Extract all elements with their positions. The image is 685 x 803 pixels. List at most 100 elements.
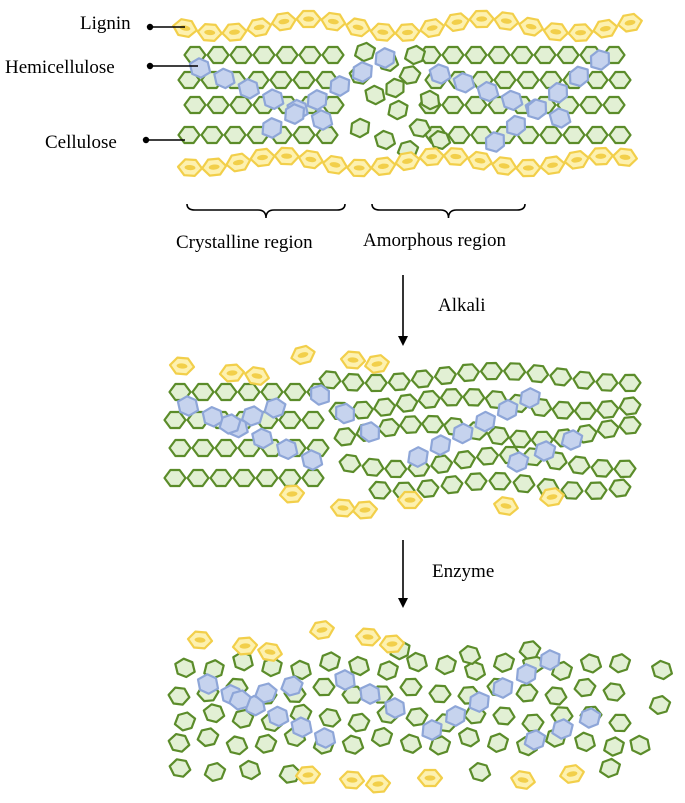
hemicellulose-unit (351, 61, 373, 83)
hemicellulose-unit (523, 729, 547, 751)
cellulose-unit (399, 677, 423, 697)
cellulose-unit (177, 70, 201, 90)
lignin-unit-core (525, 23, 537, 30)
cellulose-unit (361, 457, 385, 477)
cellulose-unit (168, 438, 192, 458)
hemicellulose-unit (310, 384, 330, 406)
cellulose-unit (585, 70, 609, 90)
cellulose-unit (464, 472, 488, 491)
hemicellulose-unit (548, 107, 572, 129)
amorphous-region-label: Amorphous region (363, 230, 507, 251)
lignin-unit-core (232, 159, 244, 166)
lignin-unit-core (377, 163, 389, 169)
cellulose-unit (167, 732, 191, 753)
hemicellulose-unit (560, 429, 584, 451)
cellulose-unit (350, 400, 374, 420)
cellulose-unit (441, 95, 465, 115)
label-pointer-dot (142, 136, 150, 144)
cellulose-unit (261, 656, 283, 678)
cellulose-unit (239, 759, 261, 781)
cellulose-unit (421, 414, 445, 434)
cellulose-unit (225, 735, 249, 756)
cellulose-unit (338, 453, 362, 474)
lignin-unit-core (404, 497, 416, 503)
cellulose-unit (223, 125, 247, 145)
cellulose-unit (596, 399, 620, 419)
cellulose-unit (278, 410, 302, 430)
cellulose-unit (573, 401, 598, 421)
cellulose-unit (203, 761, 227, 783)
cellulose-unit (515, 683, 539, 703)
cellulose-unit (492, 706, 516, 726)
lignin-unit-core (566, 771, 578, 777)
hemicellulose-unit (254, 682, 278, 704)
cellulose-unit (518, 640, 542, 660)
cellulose-unit (458, 727, 480, 748)
cellulose-unit (579, 653, 603, 674)
lignin-unit-core (251, 373, 263, 379)
cellulose-unit (231, 708, 255, 729)
lignin-unit-core (372, 781, 384, 787)
hemicellulose-unit (267, 705, 290, 728)
hemicellulose-unit (519, 387, 541, 409)
lignin-unit-core (371, 361, 383, 367)
cellulose-unit (183, 95, 207, 115)
cellulose-unit (595, 373, 619, 392)
cellulose-unit (341, 372, 365, 392)
cellulose-unit (298, 45, 322, 65)
hemicellulose-unit (496, 398, 519, 421)
cellulose-unit (526, 364, 550, 384)
cellulose-unit (237, 382, 261, 402)
lignin-unit-core (347, 357, 359, 363)
hemicellulose-unit (505, 114, 527, 137)
cellulose-unit (439, 388, 464, 407)
cellulose-unit (377, 660, 399, 681)
cellulose-unit (292, 70, 316, 90)
lignin-unit-core (194, 637, 206, 643)
hemicellulose-unit (284, 103, 306, 125)
lignin-unit-core (278, 18, 290, 25)
cellulose-unit (510, 45, 534, 65)
cellulose-unit (464, 660, 486, 682)
cellulose-unit (349, 117, 371, 139)
hemicellulose-unit (276, 438, 299, 460)
hemicellulose-unit (263, 397, 287, 419)
hemicellulose-unit (213, 67, 236, 90)
cellulose-unit (387, 372, 411, 392)
cellulose-unit (462, 388, 486, 407)
lignin-unit-core (239, 643, 251, 649)
cellulose-unit (206, 45, 230, 65)
hemicellulose-unit (313, 727, 337, 749)
lignin-unit-core (184, 164, 196, 171)
cellulose-unit (428, 130, 452, 150)
cellulose-unit (370, 726, 394, 748)
cellulose-unit (596, 419, 620, 439)
cellulose-unit (214, 382, 238, 402)
cellulose-unit (551, 400, 575, 420)
cellulose-unit (229, 45, 253, 65)
cellulose-unit (512, 474, 536, 494)
lignin-unit-core (546, 494, 558, 500)
hemicellulose-unit (280, 675, 304, 697)
cellulose-unit (374, 129, 396, 151)
cellulose-unit (209, 468, 233, 488)
cellulose-unit (608, 478, 632, 498)
hemicellulose-unit (335, 402, 355, 425)
hemicellulose-unit (500, 89, 524, 112)
cellulose-unit (464, 95, 488, 115)
lignin-unit-core (297, 352, 309, 358)
cellulose-unit (167, 686, 191, 706)
hemicellulose-unit (290, 716, 313, 739)
hemicellulose-unit (334, 669, 356, 691)
cellulose-unit (598, 757, 622, 779)
cellulose-unit (406, 651, 428, 673)
cellulose-unit (441, 45, 465, 65)
cellulose-unit (618, 415, 642, 435)
hemicellulose-unit (218, 413, 242, 435)
cellulose-unit (163, 468, 187, 488)
cellulose-unit (275, 45, 299, 65)
hemicellulose-unit (374, 47, 396, 69)
region-brace (186, 203, 346, 219)
lignin-unit-core (176, 363, 188, 369)
